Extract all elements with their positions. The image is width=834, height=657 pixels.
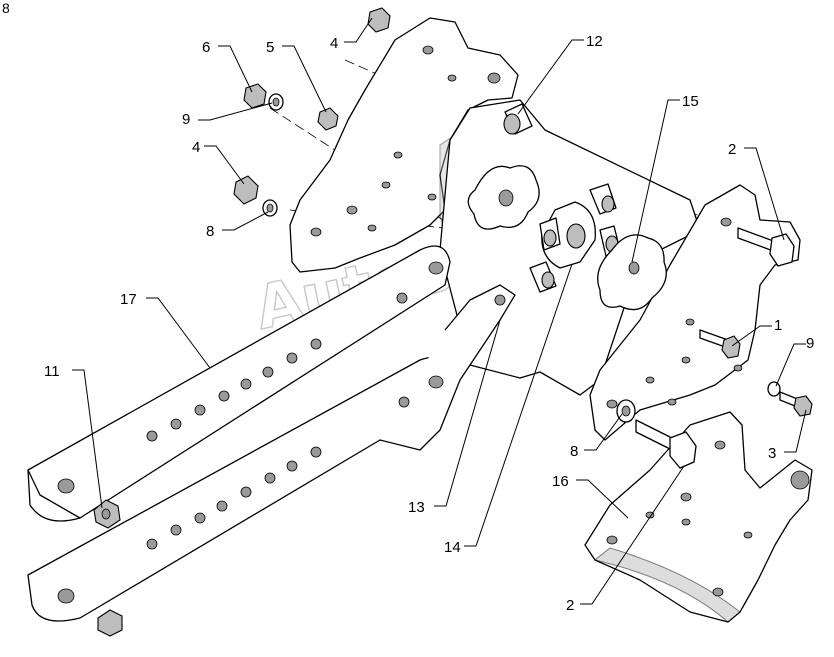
callout-11: 11 — [44, 363, 60, 380]
callout-8-left: 8 — [206, 223, 214, 240]
callout-9-right: 9 — [806, 335, 814, 352]
leader-lines — [72, 17, 807, 605]
arm-end-nuts — [93, 499, 123, 637]
star-washer-15 — [597, 234, 667, 311]
lower-link-arm — [27, 284, 516, 622]
bottom-plate-16 — [584, 411, 813, 623]
callout-15: 15 — [682, 93, 699, 110]
callout-1: 1 — [774, 317, 782, 334]
callout-labels: 6 5 4 9 4 8 12 15 2 17 1 9 11 3 8 13 16 … — [44, 33, 814, 614]
callout-16: 16 — [552, 473, 569, 490]
callout-6: 6 — [202, 39, 210, 56]
nut-washer-group-left — [233, 7, 391, 217]
bolt-group-right — [616, 227, 813, 469]
callout-9-left: 9 — [182, 111, 190, 128]
callout-8-right: 8 — [570, 443, 578, 460]
right-bracket-plate — [589, 184, 801, 441]
callout-12: 12 — [586, 33, 603, 50]
upper-link-arm-17 — [27, 245, 451, 522]
callout-2-top: 2 — [728, 141, 736, 158]
page-number: 8 — [2, 0, 10, 16]
callout-14: 14 — [444, 539, 461, 556]
callout-17: 17 — [120, 291, 137, 308]
callout-13: 13 — [408, 499, 425, 516]
callout-2-bottom: 2 — [566, 597, 574, 614]
callout-4-top: 4 — [330, 35, 338, 52]
star-washer-left — [467, 165, 540, 230]
callout-4-left: 4 — [192, 139, 200, 156]
callout-5: 5 — [266, 39, 274, 56]
callout-3: 3 — [768, 445, 776, 462]
bushing-12 — [503, 103, 533, 135]
